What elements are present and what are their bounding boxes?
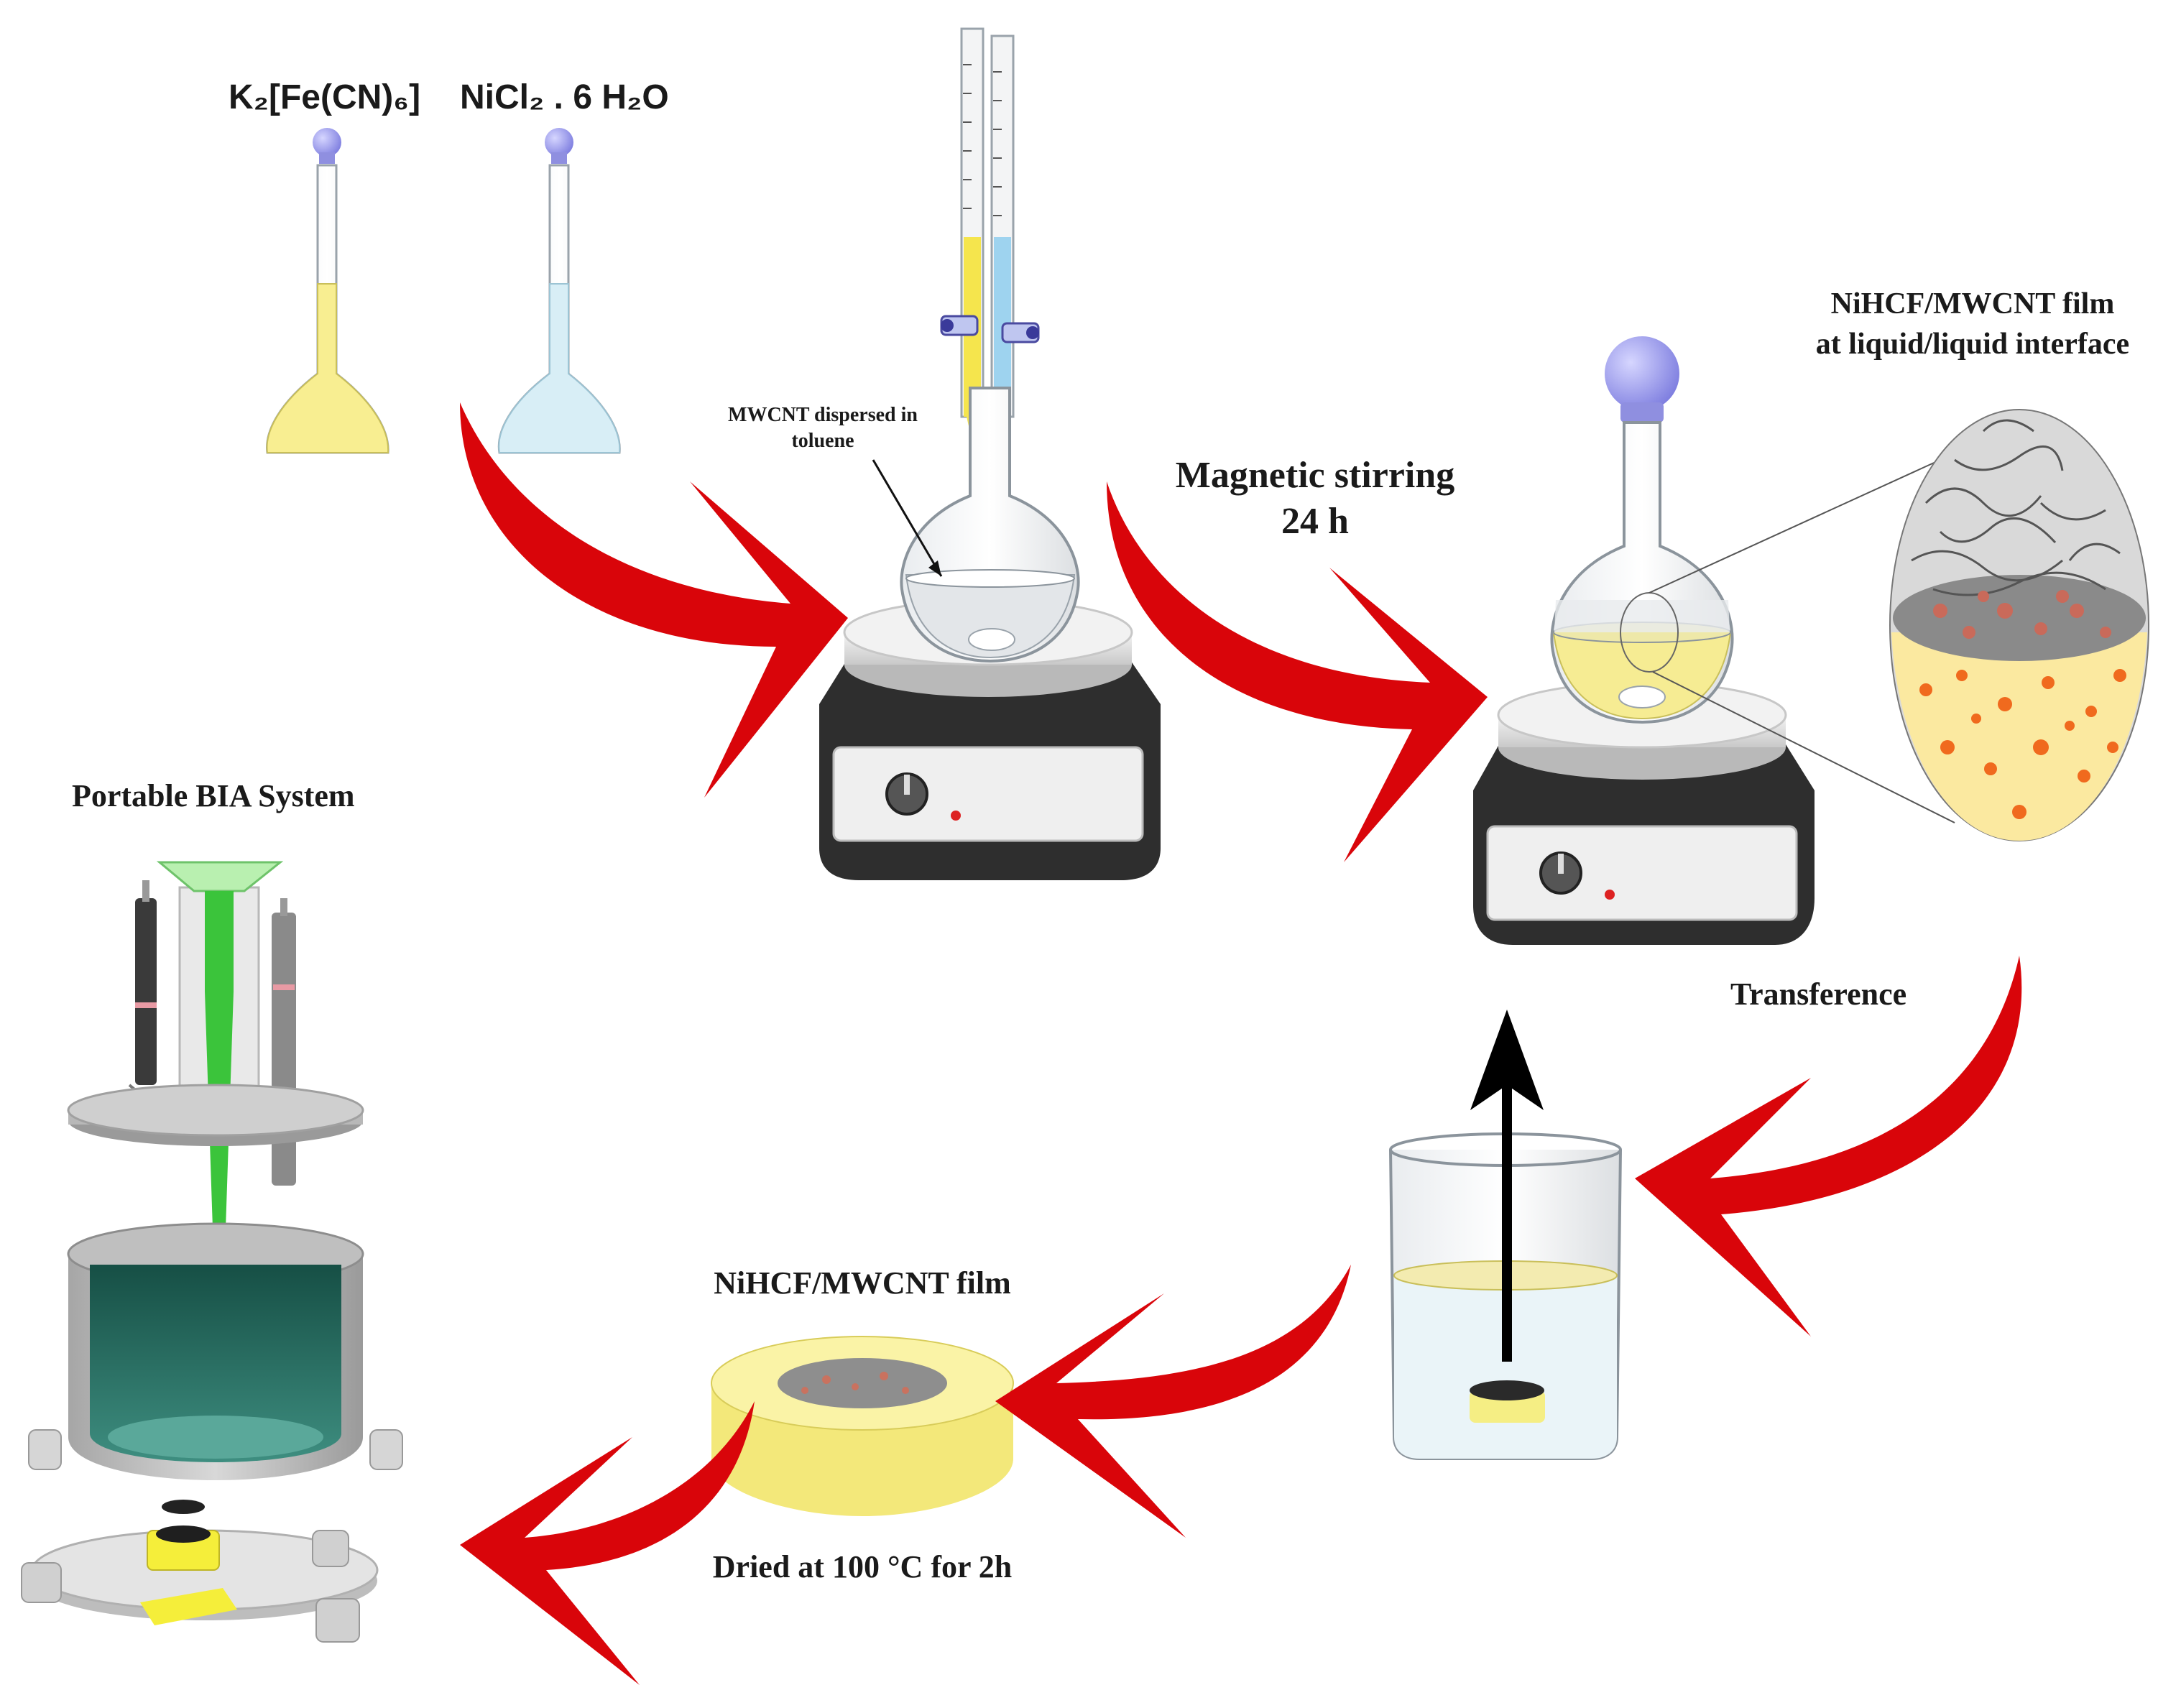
reagent-label-nickel-chloride: NiCl₂ . 6 H₂O (460, 78, 669, 116)
red-arrow-4 (995, 1265, 1351, 1538)
interface-film-line1: NiHCF/MWCNT film (1830, 287, 2115, 320)
mwcnt-dispersed-label: MWCNT dispersed in toluene (715, 402, 931, 454)
interface-film-zoom-icon (1889, 409, 2149, 841)
hotplate-2-icon (1473, 681, 1815, 945)
bia-system-label: Portable BIA System (72, 778, 355, 813)
mwcnt-dispersed-line2: toluene (791, 430, 854, 452)
magnetic-stirring-line1: Magnetic stirring (1175, 455, 1455, 496)
red-arrow-3 (1635, 956, 2022, 1337)
red-arrow-5 (460, 1401, 755, 1685)
red-arrow-2 (1107, 481, 1488, 862)
nickel-chloride-flask-icon (497, 128, 621, 454)
film-label: NiHCF/MWCNT film (714, 1265, 1011, 1301)
film-disc-icon (711, 1336, 1014, 1516)
round-flask-2-icon (1550, 336, 1734, 724)
round-flask-1-icon (900, 387, 1080, 663)
magnetic-stirring-label: Magnetic stirring 24 h (1146, 453, 1484, 545)
zoom-line-top (1649, 459, 1941, 594)
red-arrow-1 (460, 402, 848, 798)
transference-label: Transference (1730, 977, 1907, 1012)
interface-film-label: NiHCF/MWCNT film at liquid/liquid interf… (1768, 284, 2177, 364)
mwcnt-dispersed-line1: MWCNT dispersed in (728, 404, 918, 426)
bia-system-icon (21, 861, 403, 1643)
interface-film-line2: at liquid/liquid interface (1815, 328, 2130, 361)
ferrocyanide-flask-icon (266, 128, 389, 454)
dried-label: Dried at 100 °C for 2h (712, 1549, 1013, 1584)
zoom-line-bottom (1652, 671, 1955, 823)
reagent-label-ferrocyanide: K₂[Fe(CN)₆] (229, 78, 421, 116)
mwcnt-pointer-head (928, 560, 941, 576)
transfer-up-arrow-icon (1470, 1010, 1544, 1362)
mwcnt-pointer-line (872, 459, 943, 577)
magnetic-stirring-line2: 24 h (1281, 501, 1349, 542)
hotplate-1-icon (819, 599, 1161, 880)
